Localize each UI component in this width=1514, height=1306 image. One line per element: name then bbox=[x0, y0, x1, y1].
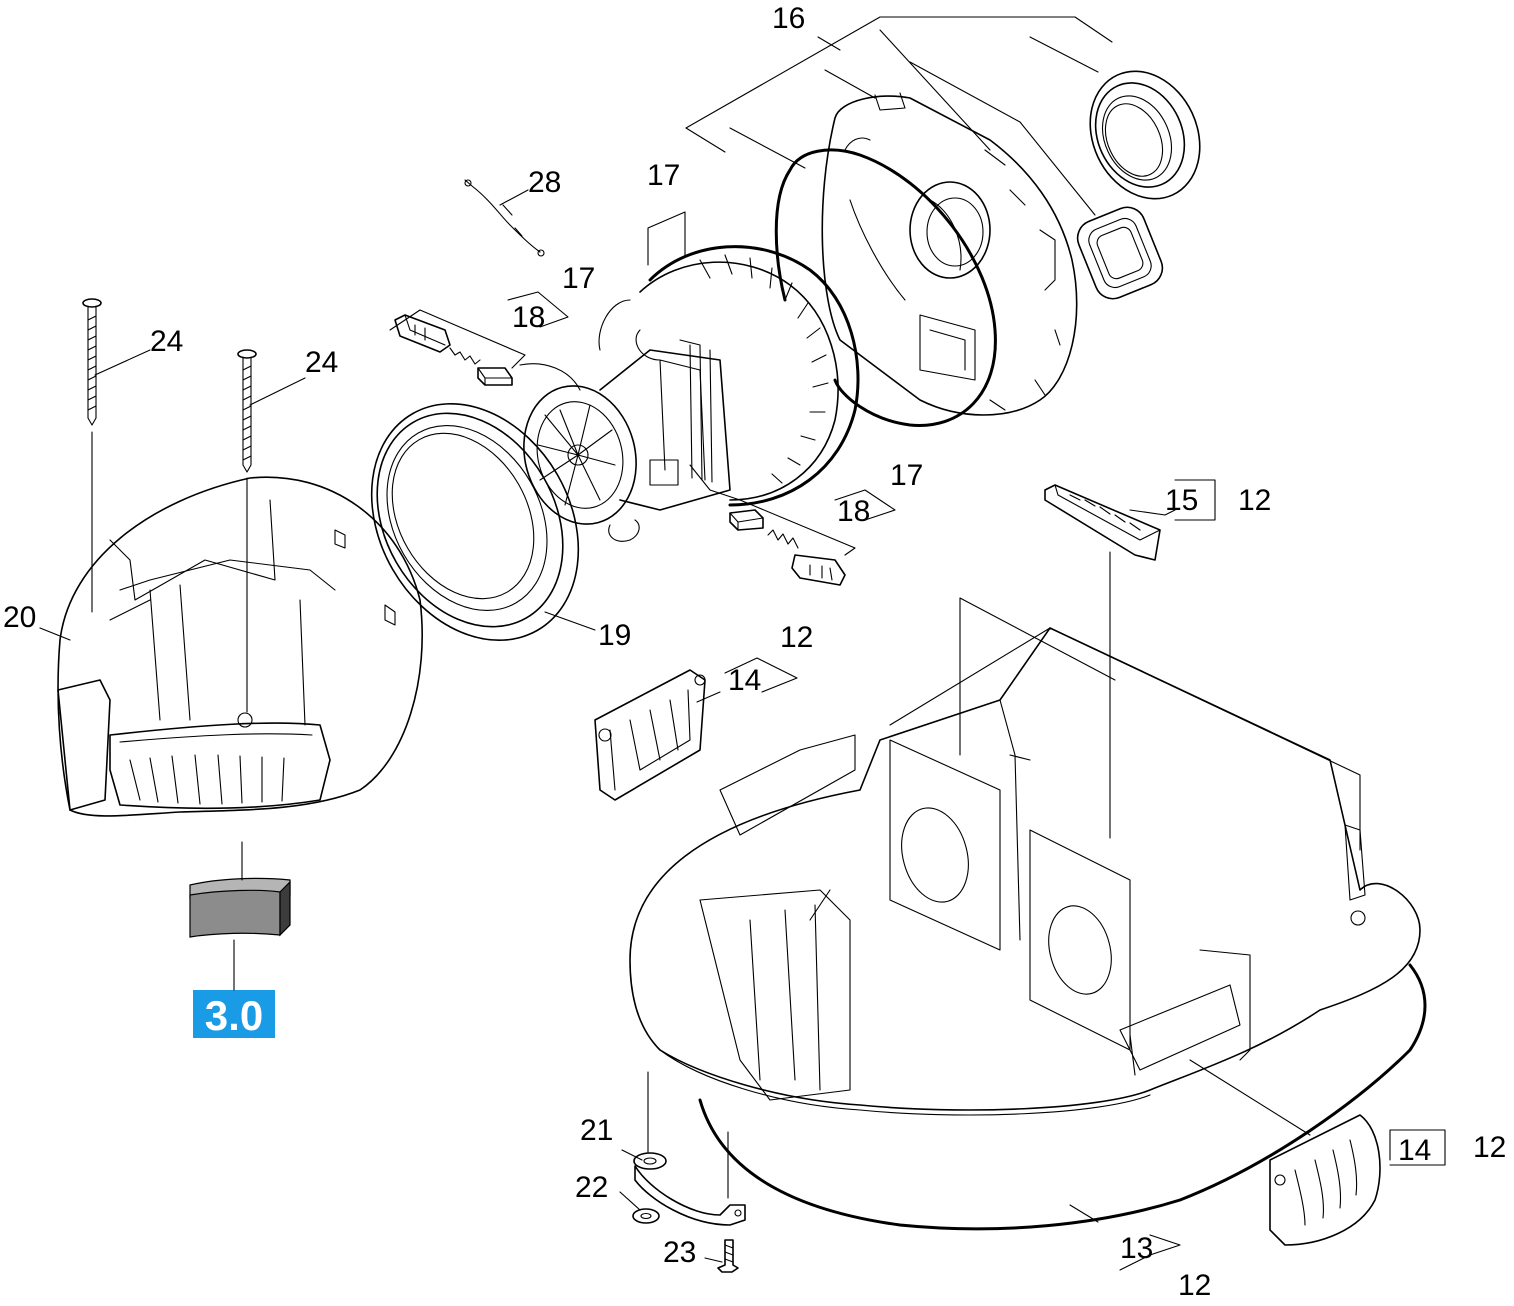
top-cover-part bbox=[774, 92, 1078, 427]
section-badge-background bbox=[193, 990, 275, 1038]
label-21: 21 bbox=[580, 1114, 613, 1147]
leader-lines bbox=[39, 16, 1446, 1271]
label-28: 28 bbox=[528, 166, 561, 199]
filter-block bbox=[189, 877, 291, 938]
motor-part bbox=[519, 245, 860, 542]
right-brush-assembly bbox=[729, 509, 846, 586]
left-brush-assembly bbox=[394, 314, 513, 386]
label-16: 16 bbox=[772, 2, 805, 35]
label-12-b: 12 bbox=[780, 621, 813, 654]
label-24-b: 24 bbox=[305, 346, 338, 379]
label-19: 19 bbox=[598, 619, 631, 652]
cable-part bbox=[464, 179, 545, 257]
left-latch-part bbox=[594, 669, 706, 801]
label-20: 20 bbox=[3, 601, 36, 634]
handle-part bbox=[1044, 484, 1161, 561]
seal-ring-part bbox=[1089, 70, 1201, 200]
label-23: 23 bbox=[663, 1236, 696, 1269]
section-badge[interactable]: 3.0 bbox=[193, 990, 275, 1039]
label-15: 15 bbox=[1165, 484, 1198, 517]
base-container-part bbox=[629, 627, 1427, 1231]
label-17-right: 17 bbox=[890, 459, 923, 492]
label-12-a: 12 bbox=[1238, 484, 1271, 517]
screw-parts bbox=[82, 298, 257, 473]
label-24-a: 24 bbox=[150, 325, 183, 358]
right-latch-part bbox=[1269, 1114, 1381, 1246]
square-seal-part bbox=[1076, 206, 1164, 300]
part-labels: 16 17 28 17 18 24 24 17 18 15 12 20 19 1… bbox=[3, 2, 1506, 1302]
section-badge-text[interactable]: 3.0 bbox=[205, 992, 263, 1039]
label-12-c: 12 bbox=[1473, 1131, 1506, 1164]
label-17-left: 17 bbox=[562, 262, 595, 295]
label-12-d: 12 bbox=[1178, 1269, 1211, 1302]
label-17-top: 17 bbox=[647, 159, 680, 192]
front-housing-part bbox=[57, 476, 423, 817]
ring-part bbox=[370, 402, 580, 642]
label-14-a: 14 bbox=[728, 664, 761, 697]
label-18-left: 18 bbox=[512, 301, 545, 334]
label-22: 22 bbox=[575, 1171, 608, 1204]
label-13: 13 bbox=[1120, 1232, 1153, 1265]
label-14-b: 14 bbox=[1398, 1134, 1431, 1167]
bracket-hardware bbox=[632, 1152, 746, 1273]
label-18-right: 18 bbox=[837, 495, 870, 528]
